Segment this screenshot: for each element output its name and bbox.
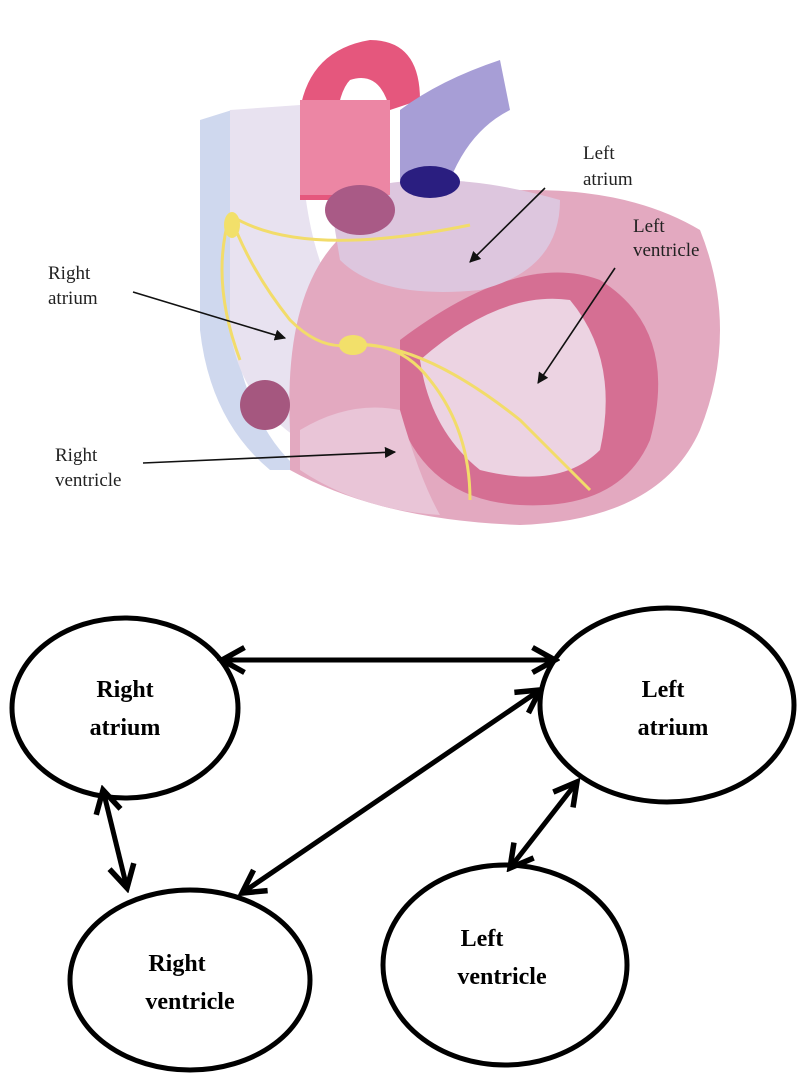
- label-right-atrium-line2: atrium: [48, 288, 98, 309]
- pointer-arrow-left-ventricle: [537, 267, 616, 384]
- pointer-arrow-left-atrium: [469, 187, 546, 263]
- label-left-atrium-line1: Left: [583, 143, 615, 164]
- heart-illustration: [200, 40, 720, 525]
- label-right-ventricle-line1: Right: [55, 445, 98, 466]
- edge-left-atrium-left-ventricle: [510, 782, 577, 868]
- label-right-atrium-line1: Right: [48, 263, 91, 284]
- edge-left-atrium-right-ventricle: [242, 690, 540, 893]
- node-right-atrium: Right atrium: [9, 615, 241, 801]
- pointer-arrow-right-ventricle: [142, 446, 397, 464]
- node-right-ventricle-line1: Right: [148, 951, 205, 977]
- node-right-atrium-line2: atrium: [90, 715, 161, 741]
- node-left-atrium-line2: atrium: [638, 715, 709, 741]
- node-right-ventricle: Right ventricle: [67, 887, 313, 1073]
- edge-right-atrium-right-ventricle: [103, 790, 127, 888]
- label-left-atrium-line2: atrium: [583, 169, 633, 190]
- node-left-atrium: Left atrium: [537, 605, 797, 805]
- node-left-atrium-line1: Left: [642, 677, 685, 703]
- node-right-atrium-line1: Right: [96, 677, 153, 703]
- label-left-ventricle-line1: Left: [633, 216, 665, 237]
- node-right-ventricle-line2: ventricle: [145, 989, 235, 1015]
- pointer-arrow-right-atrium: [132, 291, 287, 341]
- node-left-ventricle-line2: ventricle: [457, 964, 547, 990]
- node-left-ventricle-line1: Left: [461, 926, 504, 952]
- label-right-ventricle-line2: ventricle: [55, 470, 121, 491]
- label-left-ventricle-line2: ventricle: [633, 240, 699, 261]
- node-left-ventricle: Left ventricle: [380, 862, 630, 1068]
